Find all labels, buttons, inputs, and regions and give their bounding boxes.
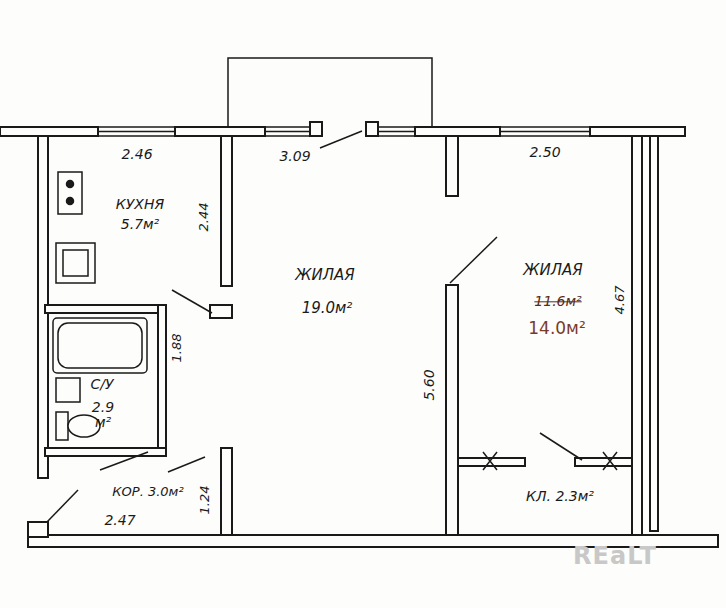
room-name: ЖИЛАЯ [295,267,354,284]
balcony [228,58,432,127]
walls [0,122,718,547]
room-area: 2.9 м² [88,400,118,431]
room-area: 14.0м² [528,319,586,338]
dimension: 5.60 [422,369,437,400]
dimension: 3.09 [279,149,310,164]
room-name: С/У [90,377,113,392]
dimension: 1.24 [198,486,212,515]
room-name: ЖИЛАЯ [523,262,582,279]
windows [98,127,590,136]
room-label: КОР. 3.0м² [112,485,183,499]
dimension: 4.67 [613,286,627,315]
room-name: КУХНЯ [116,197,164,212]
dimension: 2.44 [197,203,211,232]
old-room-area: 11.6м² [534,294,581,309]
room-label: КЛ. 2.3м² [526,489,594,504]
room-area: 5.7м² [121,217,159,232]
room-area: 19.0м² [302,300,353,317]
dimension: 2.50 [529,145,560,160]
watermark: REaLT [573,543,657,569]
doors [47,131,617,522]
dimension: 2.47 [104,513,135,528]
dimension: 1.88 [170,334,184,363]
dimension: 2.46 [121,147,152,162]
